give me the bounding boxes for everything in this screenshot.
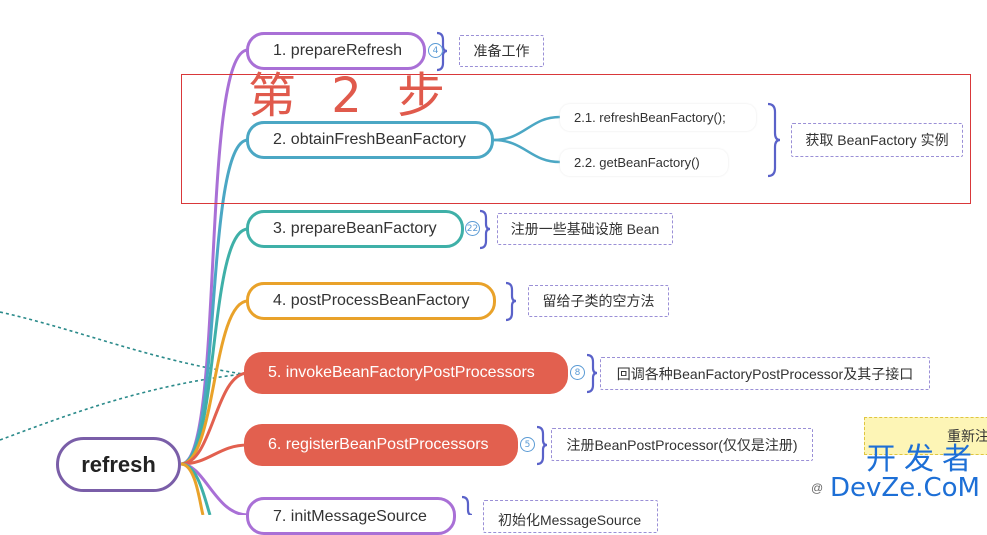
watermark-prefix: @ bbox=[811, 481, 824, 495]
node-register-bean-post-processors[interactable]: 6. registerBeanPostProcessors bbox=[244, 424, 518, 466]
brace-3 bbox=[479, 209, 491, 250]
count-badge[interactable]: 8 bbox=[570, 365, 585, 380]
brace-6 bbox=[536, 425, 548, 466]
subnode-get-bean-factory[interactable]: 2.2. getBeanFactory() bbox=[560, 149, 728, 176]
branch-line-5 bbox=[180, 371, 249, 466]
side-note[interactable]: 重新注 bbox=[864, 417, 987, 455]
watermark-line-2: DevZe.CoM bbox=[830, 473, 980, 503]
note-prepare-refresh[interactable]: 准备工作 bbox=[459, 35, 544, 67]
brace-2 bbox=[767, 102, 781, 178]
watermark: 开发者 DevZe.CoM bbox=[830, 442, 980, 503]
highlight-box bbox=[181, 74, 971, 204]
mindmap-canvas: 第 2 步 1. prepareRefresh 2. obtainFreshBe… bbox=[0, 31, 987, 535]
node-init-message-source[interactable]: 7. initMessageSource bbox=[246, 497, 456, 535]
count-badge[interactable]: 4 bbox=[428, 43, 443, 58]
sub-branch-line-2 bbox=[492, 138, 561, 164]
root-node-refresh[interactable]: refresh bbox=[56, 437, 181, 492]
branch-line-4 bbox=[180, 299, 249, 466]
brace-1 bbox=[436, 31, 448, 72]
node-obtain-fresh-bean-factory[interactable]: 2. obtainFreshBeanFactory bbox=[246, 121, 494, 159]
branch-line-3 bbox=[180, 227, 249, 466]
connector-lines bbox=[0, 31, 781, 515]
brace-7 bbox=[461, 495, 473, 515]
node-prepare-refresh[interactable]: 1. prepareRefresh bbox=[246, 32, 426, 70]
step-label: 第 2 步 bbox=[248, 68, 456, 124]
brace-4 bbox=[505, 281, 517, 322]
branch-line-6 bbox=[180, 443, 249, 466]
node-invoke-bean-factory-post-processors[interactable]: 5. invokeBeanFactoryPostProcessors bbox=[244, 352, 568, 394]
count-badge[interactable]: 22 bbox=[465, 221, 480, 236]
branch-line-extra bbox=[180, 462, 205, 515]
node-post-process-bean-factory[interactable]: 4. postProcessBeanFactory bbox=[246, 282, 496, 320]
node-prepare-bean-factory[interactable]: 3. prepareBeanFactory bbox=[246, 210, 464, 248]
note-register-bean-post-processors[interactable]: 注册BeanPostProcessor(仅仅是注册) bbox=[551, 428, 813, 461]
note-invoke-bean-factory-post-processors[interactable]: 回调各种BeanFactoryPostProcessor及其子接口 bbox=[600, 357, 930, 390]
brace-5 bbox=[586, 353, 598, 394]
note-post-process-bean-factory[interactable]: 留给子类的空方法 bbox=[528, 285, 669, 317]
note-obtain-fresh-bean-factory[interactable]: 获取 BeanFactory 实例 bbox=[791, 123, 963, 157]
subnode-refresh-bean-factory[interactable]: 2.1. refreshBeanFactory(); bbox=[560, 104, 756, 131]
watermark-line-1: 开发者 bbox=[865, 442, 980, 477]
count-badge[interactable]: 5 bbox=[520, 437, 535, 452]
sub-branch-line-1 bbox=[492, 115, 561, 142]
note-init-message-source[interactable]: 初始化MessageSource bbox=[483, 500, 658, 533]
note-prepare-bean-factory[interactable]: 注册一些基础设施 Bean bbox=[497, 213, 673, 245]
